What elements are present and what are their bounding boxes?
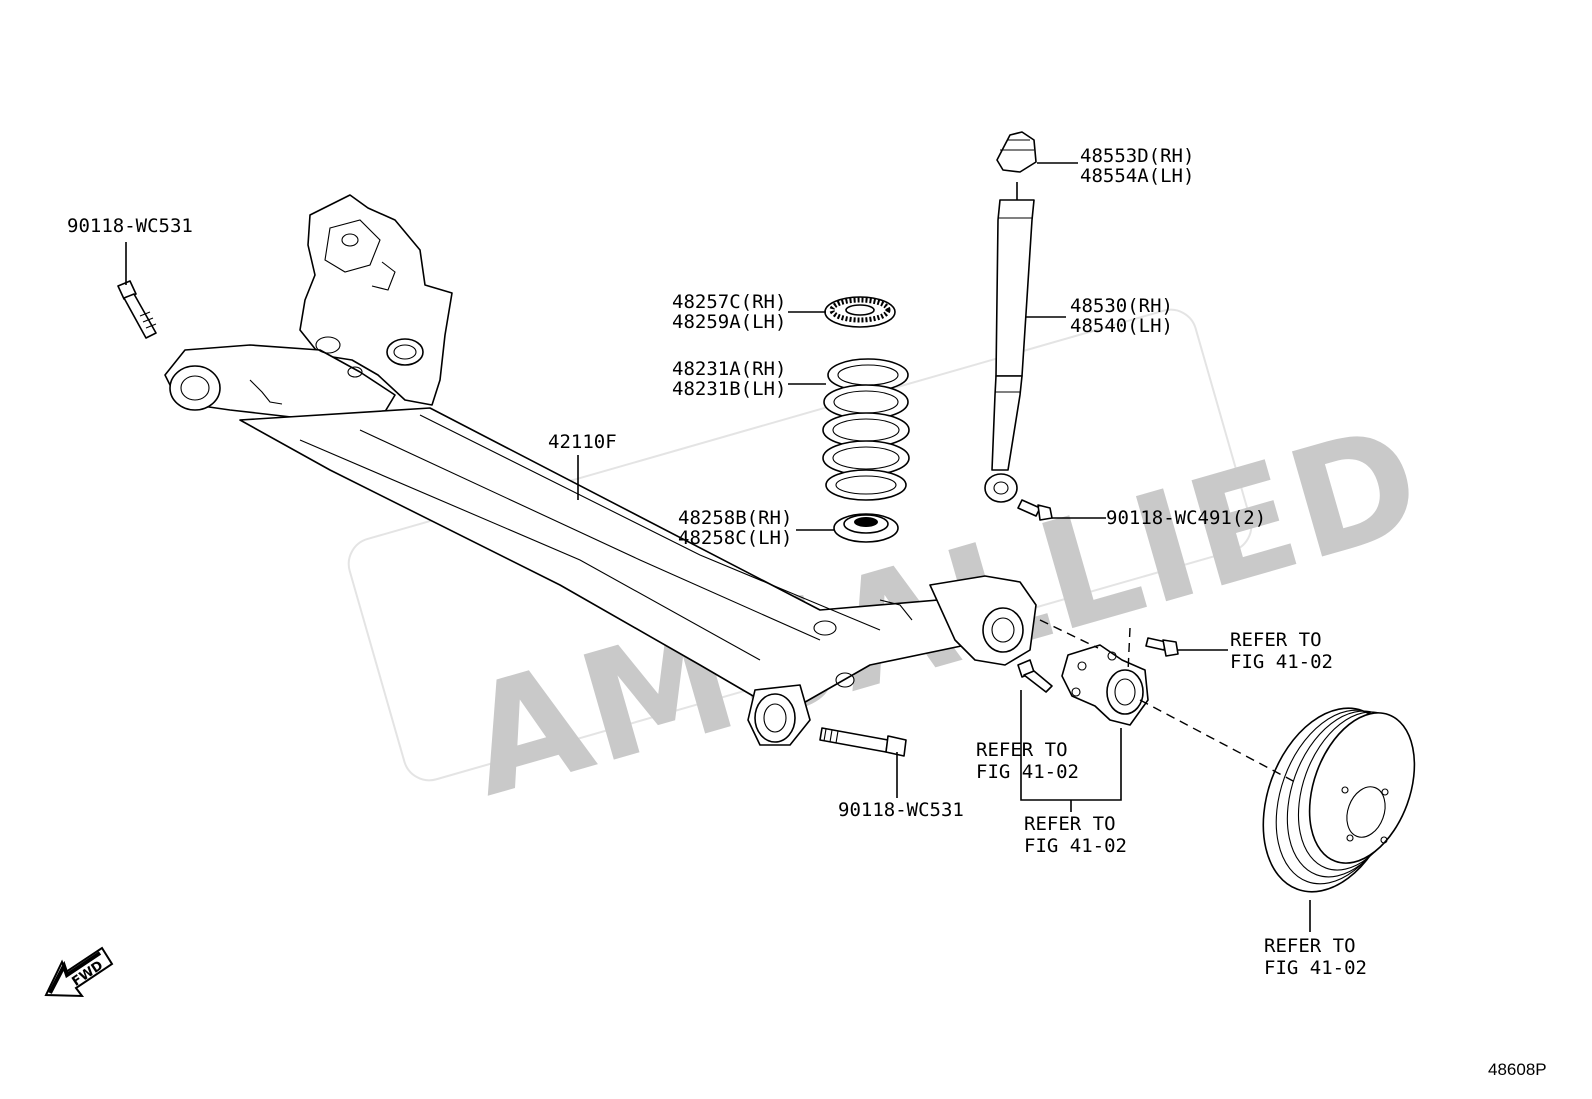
label-refer-hub-2: FIG 41-02 [1024, 835, 1127, 857]
label-refer-drum-1: REFER TO [1264, 935, 1356, 957]
coil-spring [822, 358, 910, 501]
label-refer-stud-1: REFER TO [976, 739, 1068, 761]
label-refer-stud-2: FIG 41-02 [976, 761, 1079, 783]
label-bolt-top-left: 90118-WC531 [67, 215, 193, 237]
label-axle-beam: 42110F [548, 431, 617, 453]
callout-labels: 90118-WC531 42110F 48257C(RH) 48259A(LH)… [67, 145, 1547, 1079]
bump-stopper [996, 131, 1037, 173]
label-refer-drum-2: FIG 41-02 [1264, 957, 1367, 979]
label-spring-seat-upper-lh: 48259A(LH) [672, 311, 786, 333]
label-refer-hub-bolt-1: REFER TO [1230, 629, 1322, 651]
label-bump-stopper-rh: 48553D(RH) [1080, 145, 1194, 167]
axle-hub [1061, 644, 1149, 726]
label-coil-spring-rh: 48231A(RH) [672, 358, 786, 380]
hub-bolt [1145, 637, 1179, 657]
lower-spring-seat [833, 513, 899, 543]
shock-bolt [1017, 499, 1053, 521]
label-refer-hub-bolt-2: FIG 41-02 [1230, 651, 1333, 673]
label-refer-hub-1: REFER TO [1024, 813, 1116, 835]
alignment-lines [1039, 619, 1296, 783]
upper-spring-seat [824, 296, 896, 328]
label-spring-seat-lower-rh: 48258B(RH) [678, 507, 792, 529]
hub-stud [1017, 659, 1053, 693]
label-coil-spring-lh: 48231B(LH) [672, 378, 786, 400]
bolt-top-left [117, 280, 157, 339]
label-spring-seat-upper-rh: 48257C(RH) [672, 291, 786, 313]
rear-axle-beam [164, 194, 1037, 746]
label-spring-seat-lower-lh: 48258C(LH) [678, 527, 792, 549]
label-shock-absorber-rh: 48530(RH) [1070, 295, 1173, 317]
leader-lines [125, 162, 1311, 932]
label-shock-absorber-lh: 48540(LH) [1070, 315, 1173, 337]
brake-drum [1262, 707, 1416, 893]
diagram-code: 48608P [1488, 1060, 1547, 1079]
label-shock-bolt: 90118-WC491(2) [1106, 507, 1266, 529]
fwd-arrow-icon: FWD [44, 946, 114, 998]
label-bump-stopper-lh: 48554A(LH) [1080, 165, 1194, 187]
bolt-bottom [819, 727, 907, 757]
label-bolt-bottom: 90118-WC531 [838, 799, 964, 821]
shock-absorber [984, 182, 1035, 503]
